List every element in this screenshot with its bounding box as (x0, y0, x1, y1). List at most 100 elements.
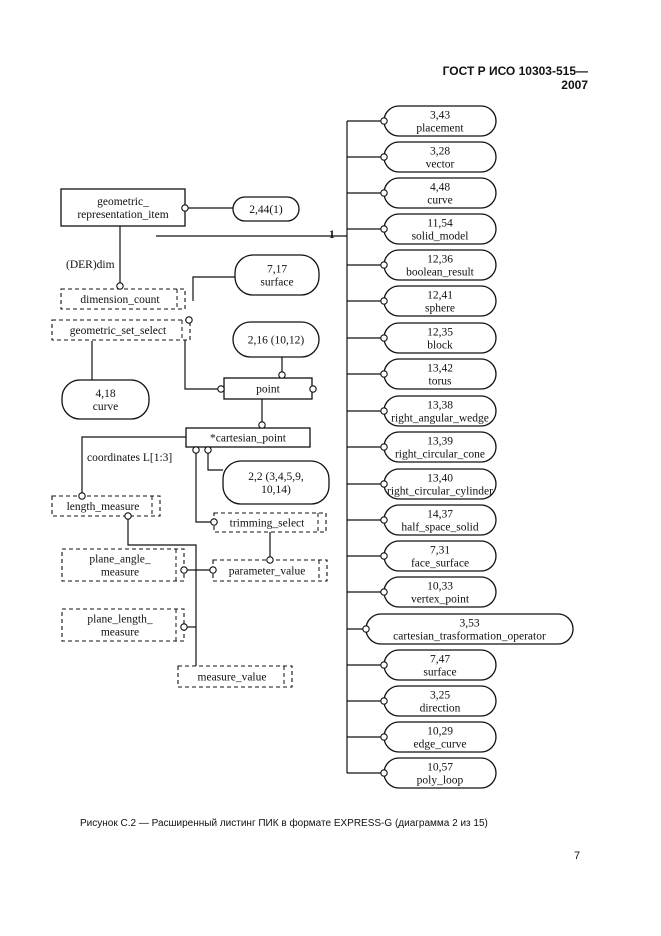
subtype-14-label-line-2: vertex_point (411, 594, 470, 606)
subtype-14-circle (380, 588, 388, 596)
entity-point: point (223, 377, 313, 400)
subtype-5-label-line-1: 12,36 (427, 254, 453, 266)
subtype-2-label-line-1: 3,28 (430, 146, 450, 158)
entity-geometric-representation-item: geometric_representation_item (60, 188, 186, 227)
subtype-19-label-line-2: poly_loop (417, 775, 464, 787)
type-parameter-value-label: parameter_value (229, 566, 306, 578)
cartesian-ref-circle (204, 446, 212, 454)
subtype-13-label-line-1: 7,31 (430, 545, 450, 557)
subtype-8-circle (380, 370, 388, 378)
type-dimension-count: dimension_count (60, 288, 186, 310)
subtype-6-label-line-2: sphere (425, 303, 455, 315)
subtype-15-label-line-2: cartesian_trasformation_operator (393, 631, 546, 643)
ref-curve-label-line-2: curve (93, 401, 119, 413)
type-plane-angle-measure-label-line-1: plane_angle_ (89, 554, 151, 566)
length-measure-bottom-circle (124, 512, 132, 520)
subtype-6-circle (380, 297, 388, 305)
point-ref-circle (278, 371, 286, 379)
subtype-1-circle (380, 117, 388, 125)
subtype-1-label-line-2: placement (416, 123, 464, 135)
subtype-7-circle (380, 334, 388, 342)
subtype-4-label-line-2: solid_model (412, 231, 469, 243)
type-measure-value-label: measure_value (198, 672, 267, 684)
entity-cartesian-point: *cartesian_point (185, 427, 311, 448)
entity-geometric-representation-item-label-line-1: geometric_ (97, 196, 149, 208)
subtype-17-label-line-1: 3,25 (430, 690, 450, 702)
plane-angle-circle (180, 566, 188, 574)
type-plane-angle-measure: plane_angle_measure (61, 548, 185, 582)
type-dimension-count-label: dimension_count (80, 294, 160, 306)
ref-point-label: 2,16 (10,12) (248, 335, 305, 347)
subtype-12-label-line-2: half_space_solid (401, 522, 479, 534)
subtype-19-circle (380, 769, 388, 777)
coordinates-line (81, 436, 186, 496)
subtype-12-label-line-1: 14,37 (427, 509, 453, 521)
subtype-3-label-line-2: curve (427, 195, 453, 207)
subtype-4-circle (380, 225, 388, 233)
subtype-16-label-line-1: 7,47 (430, 654, 450, 666)
der-dim-label: (DER)dim (66, 259, 115, 271)
subtype-11-label-line-2: right_circular_cylinder (387, 486, 493, 498)
type-trimming-select: trimming_select (213, 512, 327, 533)
ref-curve-label-line-1: 4,18 (95, 388, 115, 400)
parameter-circle (266, 556, 274, 564)
subtype-6-label-line-1: 12,41 (427, 290, 453, 302)
type-plane-length-measure-label-line-2: measure (101, 627, 139, 639)
type-measure-value: measure_value (177, 665, 293, 688)
subtype-9-label-line-2: right_angular_wedge (391, 413, 489, 425)
subtype-18-label-line-2: edge_curve (414, 739, 467, 751)
cartesian-ref-line (207, 447, 223, 471)
point-supertype-circle (309, 385, 317, 393)
length-measure-circle (78, 492, 86, 500)
ref-cartesian-point-label-line-1: 2,2 (3,4,5,9, (248, 471, 304, 483)
standard-header: ГОСТ Р ИСО 10303-515—2007 (442, 64, 588, 92)
entity-geometric-representation-item-label-line-2: representation_item (77, 209, 168, 221)
type-plane-angle-measure-label-line-2: measure (101, 567, 139, 579)
subtype-16-label-line-2: surface (423, 667, 456, 679)
ref-cartesian-point: 2,2 (3,4,5,9,10,14) (222, 460, 330, 505)
subtype-3-label-line-1: 4,48 (430, 182, 450, 194)
subtype-17-circle (380, 697, 388, 705)
subtype-11-label-line-1: 13,40 (427, 473, 453, 485)
subtype-18-label-line-1: 10,29 (427, 726, 453, 738)
subtype-19-label-line-1: 10,57 (427, 762, 453, 774)
subtype-13-circle (380, 552, 388, 560)
subtype-16-circle (380, 661, 388, 669)
subtype-7-label-line-2: block (427, 340, 453, 352)
ref-surface-label-line-1: 7,17 (267, 264, 287, 276)
type-plane-length-measure-label-line-1: plane_length_ (87, 614, 152, 626)
length-to-measure-line (127, 516, 197, 670)
geom-item-ref-circle (181, 204, 189, 212)
subtype-15-label-line-1: 3,53 (459, 618, 479, 630)
subtype-14-label-line-1: 10,33 (427, 581, 453, 593)
select-circle (185, 316, 193, 324)
type-length-measure: length_measure (51, 495, 161, 517)
subtype-7-label-line-1: 12,35 (427, 327, 453, 339)
page-number: 7 (574, 850, 581, 862)
type-parameter-value: parameter_value (212, 559, 328, 582)
subtype-9-label-line-1: 13,38 (427, 400, 453, 412)
trimming-circle (210, 518, 218, 526)
parameter-left-circle (209, 566, 217, 574)
subtype-10-circle (380, 443, 388, 451)
subtype-8-label-line-2: torus (429, 376, 453, 388)
point-select-circle (217, 385, 225, 393)
subtype-13-label-line-2: face_surface (411, 558, 469, 570)
type-length-measure-label: length_measure (67, 501, 140, 513)
